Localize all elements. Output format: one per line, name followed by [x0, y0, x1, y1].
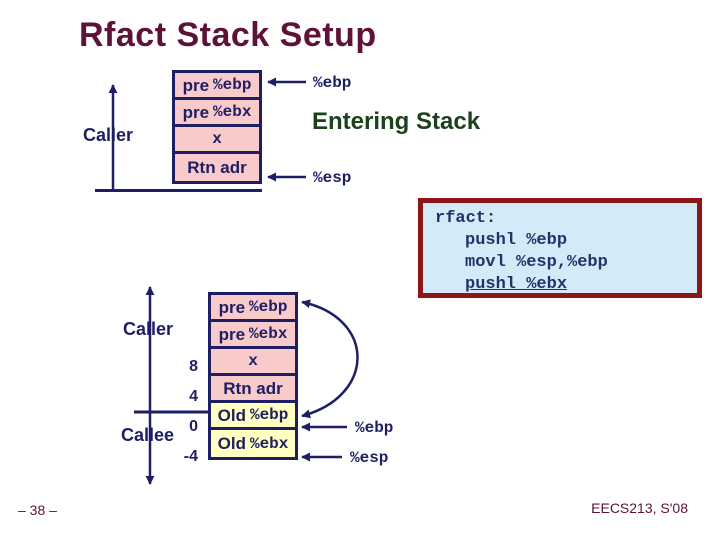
cell-register: %ebp — [249, 406, 289, 424]
callee-stack: pre %ebp pre %ebx x Rtn adr Old %ebp Old… — [208, 292, 298, 460]
offset-neg4: -4 — [183, 448, 198, 465]
esp-pointer-label-upper: %esp — [313, 169, 352, 187]
stack-cell-pre-ebp: pre %ebp — [211, 295, 295, 322]
cell-text: Old — [217, 434, 246, 453]
cell-register: %ebx — [213, 103, 252, 121]
cell-text: pre — [218, 324, 246, 344]
saved-ebp-link-arc — [301, 299, 359, 419]
stack-cell-rtn-adr: Rtn adr — [211, 376, 295, 403]
ebp-pointer-label-lower: %ebp — [355, 419, 394, 437]
cell-register: x — [248, 352, 258, 370]
code-line-pushl-ebp: pushl %ebp — [465, 231, 568, 250]
code-line-movl: movl %esp,%ebp — [465, 253, 608, 272]
stack-cell-pre-ebx: pre %ebx — [175, 100, 259, 127]
stack-cell-old-ebp: Old %ebp — [211, 403, 295, 430]
cell-text: Rtn adr — [187, 158, 247, 177]
page-number: – 38 – — [18, 502, 57, 518]
stack-cell-pre-ebp: pre %ebp — [175, 73, 259, 100]
course-footer: EECS213, S'08 — [591, 500, 688, 516]
offset-0: 0 — [189, 418, 198, 435]
cell-register: %ebp — [213, 76, 252, 94]
cell-text: pre — [182, 102, 210, 122]
cell-register: %ebx — [249, 434, 289, 453]
esp-pointer-label-lower: %esp — [350, 449, 389, 467]
cell-register: %ebp — [249, 298, 288, 316]
stack-cell-old-ebx: Old %ebx — [211, 430, 295, 457]
stack-cell-pre-ebx: pre %ebx — [211, 322, 295, 349]
offset-4: 4 — [189, 388, 198, 405]
entering-stack-heading: Entering Stack — [312, 108, 481, 135]
callee-label: Callee — [121, 425, 175, 445]
code-line-pushl-ebx: pushl %ebx — [465, 275, 568, 294]
offset-8: 8 — [189, 358, 198, 375]
caller-label-lower: Caller — [123, 319, 174, 339]
cell-text: pre — [182, 75, 210, 95]
cell-text: Old — [217, 405, 246, 425]
stack-cell-x: x — [175, 127, 259, 154]
cell-register: %ebx — [249, 325, 288, 343]
cell-text: Rtn adr — [223, 378, 283, 398]
rfact-code-box: rfact: pushl %ebp movl %esp,%ebp pushl %… — [418, 198, 702, 298]
cell-text: pre — [218, 297, 246, 317]
entering-stack: pre %ebp pre %ebx x Rtn adr — [172, 70, 262, 184]
slide-title: Rfact Stack Setup — [79, 16, 377, 54]
code-line-label: rfact: — [435, 209, 497, 228]
stack-cell-rtn-adr: Rtn adr — [175, 154, 259, 181]
caller-label-upper: Caller — [83, 125, 134, 145]
cell-register: x — [212, 130, 222, 148]
stack-cell-x: x — [211, 349, 295, 376]
ebp-pointer-label-upper: %ebp — [313, 74, 352, 92]
